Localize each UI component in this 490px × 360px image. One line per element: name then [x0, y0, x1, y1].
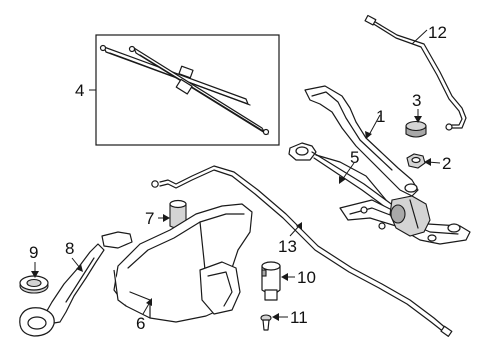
callout-label-1: 1: [376, 107, 385, 126]
wiper-linkage-motor-part: [288, 142, 471, 245]
nut-part: [406, 153, 426, 169]
bolt-part: [260, 314, 272, 331]
filler-neck-part: [19, 231, 133, 337]
callout-leaders: [31, 29, 441, 321]
callout-label-8: 8: [65, 239, 74, 258]
wiper-blades-part: [95, 34, 280, 146]
wiper-arm-part: [304, 85, 419, 197]
callout-label-6: 6: [136, 314, 145, 333]
callout-label-12: 12: [428, 23, 447, 42]
callout-label-4: 4: [75, 81, 84, 100]
callout-label-5: 5: [350, 148, 359, 167]
washer-reservoir-part: [113, 203, 253, 323]
callout-label-9: 9: [29, 243, 38, 262]
washer-hose-part: [364, 14, 467, 131]
washer-pump-part: [261, 261, 281, 301]
callout-label-13: 13: [278, 237, 297, 256]
grommet-part: [19, 275, 49, 294]
callout-label-3: 3: [412, 91, 421, 110]
callout-label-10: 10: [297, 268, 316, 287]
callout-label-7: 7: [145, 209, 154, 228]
callout-labels: 12 1 3 2 5 4 7 13 9 8 6 10 11: [29, 23, 451, 333]
long-hose-part: [151, 165, 453, 337]
callout-label-2: 2: [442, 154, 451, 173]
callout-label-11: 11: [290, 308, 308, 327]
cap-part: [405, 120, 427, 138]
